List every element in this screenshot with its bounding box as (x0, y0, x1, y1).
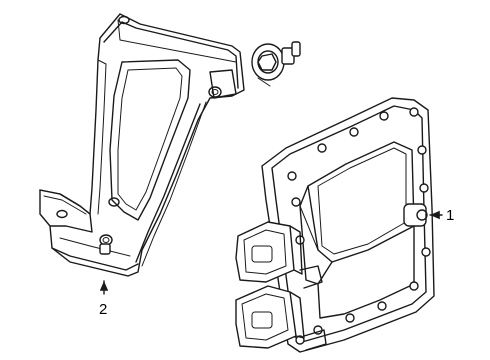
callout-2: 2 (99, 280, 109, 318)
callout-1: 1 (429, 207, 454, 224)
bolt-icon (251, 41, 301, 87)
callout-2-label: 2 (99, 301, 107, 318)
callout-1-label: 1 (446, 207, 454, 224)
mounting-bracket (39, 13, 245, 277)
control-module (235, 97, 435, 353)
